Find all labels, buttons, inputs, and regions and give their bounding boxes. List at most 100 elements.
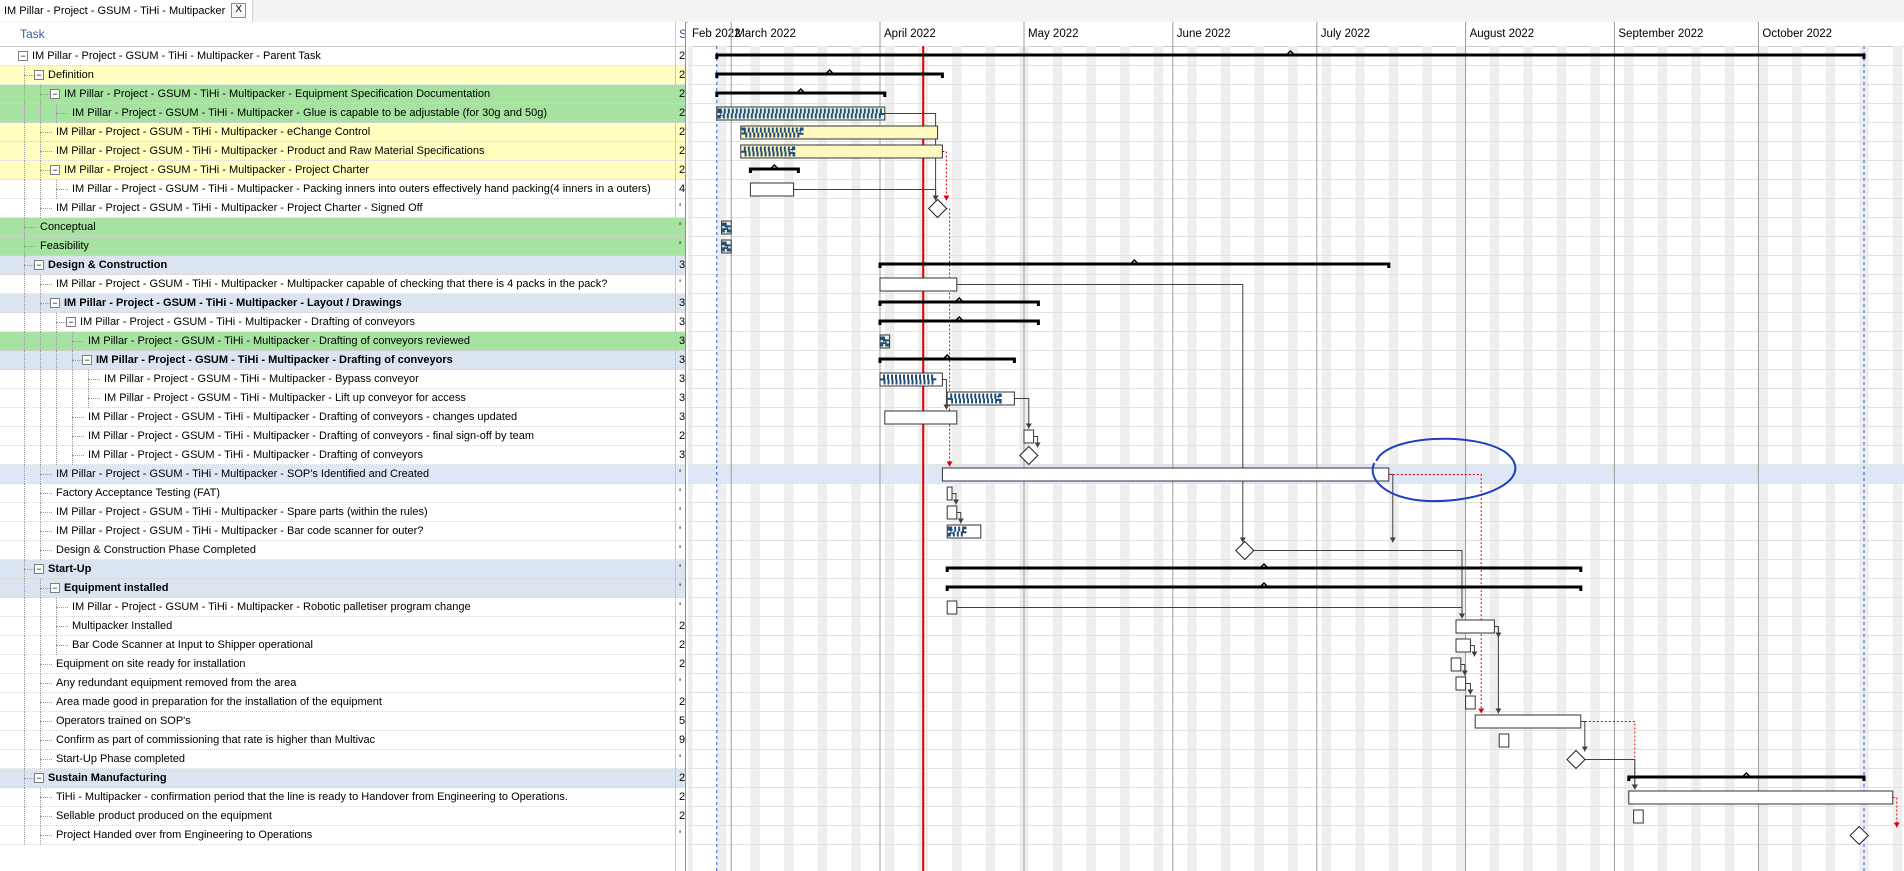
tab-close-button[interactable]: X <box>231 3 247 18</box>
task-row[interactable]: IM Pillar - Project - GSUM - TiHi - Mult… <box>0 465 685 484</box>
dependency-arrow <box>943 195 950 201</box>
task-name: Design & Construction <box>48 259 168 271</box>
task-row[interactable]: IM Pillar - Project - GSUM - TiHi - Mult… <box>0 427 685 446</box>
task-row[interactable]: −IM Pillar - Project - GSUM - TiHi - Mul… <box>0 294 685 313</box>
collapse-toggle-icon[interactable]: − <box>50 165 60 175</box>
task-row[interactable]: IM Pillar - Project - GSUM - TiHi - Mult… <box>0 142 685 161</box>
task-row[interactable]: −IM Pillar - Project - GSUM - TiHi - Mul… <box>0 351 685 370</box>
collapse-toggle-icon[interactable]: − <box>34 564 44 574</box>
task-duration: ' <box>679 563 682 575</box>
task-row[interactable]: Area made good in preparation for the in… <box>0 693 685 712</box>
weekend-band <box>1225 46 1231 871</box>
task-row[interactable]: IM Pillar - Project - GSUM - TiHi - Mult… <box>0 370 685 389</box>
tree-line <box>56 389 57 408</box>
collapse-toggle-icon[interactable]: − <box>66 317 76 327</box>
task-progress <box>741 127 804 138</box>
task-row[interactable]: Equipment on site ready for installation… <box>0 655 685 674</box>
task-row[interactable]: IM Pillar - Project - GSUM - TiHi - Mult… <box>0 123 685 142</box>
weekend-band <box>1158 46 1164 871</box>
task-duration: ' <box>679 468 682 480</box>
task-row[interactable]: Any redundant equipment removed from the… <box>0 674 685 693</box>
task-name: Bar Code Scanner at Input to Shipper ope… <box>72 639 313 651</box>
weekend-band <box>1758 46 1764 871</box>
task-row[interactable]: IM Pillar - Project - GSUM - TiHi - Mult… <box>0 199 685 218</box>
weekend-band <box>1830 46 1836 871</box>
task-column-header[interactable]: Task S <box>0 22 685 47</box>
task-row[interactable]: Factory Acceptance Testing (FAT)' <box>0 484 685 503</box>
task-row[interactable]: IM Pillar - Project - GSUM - TiHi - Mult… <box>0 180 685 199</box>
document-tab-title: IM Pillar - Project - GSUM - TiHi - Mult… <box>4 4 226 17</box>
collapse-toggle-icon[interactable]: − <box>50 583 60 593</box>
task-row[interactable]: Bar Code Scanner at Input to Shipper ope… <box>0 636 685 655</box>
task-row[interactable]: IM Pillar - Project - GSUM - TiHi - Mult… <box>0 104 685 123</box>
column-splitter[interactable] <box>675 22 676 871</box>
task-row[interactable]: IM Pillar - Project - GSUM - TiHi - Mult… <box>0 446 685 465</box>
tree-line <box>88 379 100 380</box>
collapse-toggle-icon[interactable]: − <box>34 773 44 783</box>
tree-line <box>24 180 25 199</box>
task-row[interactable]: TiHi - Multipacker - confirmation period… <box>0 788 685 807</box>
task-row[interactable]: IM Pillar - Project - GSUM - TiHi - Mult… <box>0 332 685 351</box>
collapse-toggle-icon[interactable]: − <box>82 355 92 365</box>
summary-bar-peak <box>1129 258 1139 265</box>
tree-line <box>40 104 41 123</box>
task-bar <box>884 410 958 425</box>
weekend-band <box>985 46 991 871</box>
task-row[interactable]: Confirm as part of commissioning that ra… <box>0 731 685 750</box>
task-name: IM Pillar - Project - GSUM - TiHi - Mult… <box>72 183 651 195</box>
task-row[interactable]: Sellable product produced on the equipme… <box>0 807 685 826</box>
task-bar <box>1628 790 1894 805</box>
task-row[interactable]: IM Pillar - Project - GSUM - TiHi - Mult… <box>0 275 685 294</box>
task-row[interactable]: −IM Pillar - Project - GSUM - TiHi - Mul… <box>0 85 685 104</box>
task-row[interactable]: −Start-Up' <box>0 560 685 579</box>
tree-line <box>24 655 25 674</box>
task-row[interactable]: IM Pillar - Project - GSUM - TiHi - Mult… <box>0 522 685 541</box>
weekend-band <box>851 46 856 871</box>
task-row[interactable]: Conceptual' <box>0 218 685 237</box>
collapse-toggle-icon[interactable]: − <box>34 70 44 80</box>
document-tab[interactable]: IM Pillar - Project - GSUM - TiHi - Mult… <box>0 0 254 21</box>
tree-line <box>56 189 68 190</box>
task-duration: ' <box>679 202 682 214</box>
task-duration: ' <box>679 544 682 556</box>
task-row[interactable]: Project Handed over from Engineering to … <box>0 826 685 845</box>
task-row[interactable]: Feasibility' <box>0 237 685 256</box>
collapse-toggle-icon[interactable]: − <box>34 260 44 270</box>
task-bar <box>749 182 795 197</box>
task-row[interactable]: IM Pillar - Project - GSUM - TiHi - Mult… <box>0 598 685 617</box>
task-row[interactable]: −IM Pillar - Project - GSUM - TiHi - Mul… <box>0 161 685 180</box>
weekend-band <box>721 46 727 871</box>
tree-line <box>56 113 68 114</box>
task-name: Confirm as part of commissioning that ra… <box>56 734 376 746</box>
task-name: IM Pillar - Project - GSUM - TiHi - Mult… <box>56 506 428 518</box>
task-row[interactable]: IM Pillar - Project - GSUM - TiHi - Mult… <box>0 503 685 522</box>
task-name: IM Pillar - Project - GSUM - TiHi - Mult… <box>56 145 485 157</box>
collapse-toggle-icon[interactable]: − <box>50 298 60 308</box>
weekend-band <box>1724 46 1730 871</box>
tree-line <box>24 332 25 351</box>
duration-column-header-label: S <box>679 27 685 41</box>
weekend-band <box>1288 46 1293 871</box>
collapse-toggle-icon[interactable]: − <box>18 51 28 61</box>
collapse-toggle-icon[interactable]: − <box>50 89 60 99</box>
summary-bar-peak <box>825 68 835 75</box>
task-row[interactable]: −IM Pillar - Project - GSUM - TiHi - Mul… <box>0 313 685 332</box>
task-row[interactable]: −Equipment installed' <box>0 579 685 598</box>
task-bar <box>1633 809 1644 824</box>
weekend-band <box>755 46 760 871</box>
task-row[interactable]: Start-Up Phase completed' <box>0 750 685 769</box>
tree-line <box>24 465 25 484</box>
tree-line <box>40 512 52 513</box>
task-row[interactable]: IM Pillar - Project - GSUM - TiHi - Mult… <box>0 408 685 427</box>
task-name: IM Pillar - Project - GSUM - TiHi - Mult… <box>64 88 491 100</box>
task-row[interactable]: −IM Pillar - Project - GSUM - TiHi - Mul… <box>0 47 685 66</box>
task-row[interactable]: Design & Construction Phase Completed' <box>0 541 685 560</box>
task-row[interactable]: IM Pillar - Project - GSUM - TiHi - Mult… <box>0 389 685 408</box>
summary-bar-peak <box>769 163 779 170</box>
task-name: IM Pillar - Project - GSUM - TiHi - Mult… <box>72 107 548 119</box>
